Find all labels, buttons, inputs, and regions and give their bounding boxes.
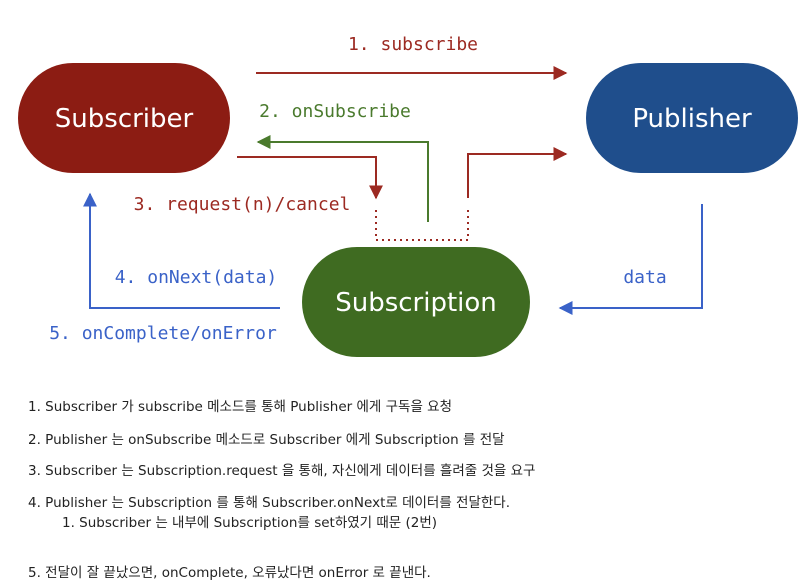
note-item: 3. Subscriber 는 Subscription.request 을 통…: [28, 463, 536, 479]
note-item: 5. 전달이 잘 끝났으면, onComplete, 오류났다면 onError…: [28, 565, 431, 581]
data-arrow: [558, 204, 703, 315]
on-subscribe-arrow: [256, 135, 429, 222]
forward-request-arrow: [467, 147, 568, 198]
publisher-node: Publisher: [586, 63, 798, 173]
subscription-node: Subscription: [302, 247, 530, 357]
data-label: data: [623, 267, 666, 288]
subscriber-label: Subscriber: [55, 104, 194, 134]
on-complete-error-label: 5. onComplete/onError: [49, 323, 277, 344]
flow-diagram: Subscriber Publisher Subscription 1. sub…: [18, 34, 798, 357]
subscription-label: Subscription: [335, 288, 497, 318]
dotted-connector: [375, 210, 469, 241]
request-arrow: [237, 156, 383, 200]
on-next-label: 4. onNext(data): [115, 267, 278, 288]
note-item: 1. Subscriber 가 subscribe 메소드를 통해 Publis…: [28, 399, 453, 415]
note-item: 4. Publisher 는 Subscription 를 통해 Subscri…: [28, 495, 511, 511]
request-cancel-label: 3. request(n)/cancel: [134, 194, 351, 215]
on-next-arrow: [83, 192, 280, 309]
subscriber-node: Subscriber: [18, 63, 230, 173]
subscribe-label: 1. subscribe: [348, 34, 478, 55]
note-sub-item: 1. Subscriber 는 내부에 Subscription를 set하였기…: [62, 515, 438, 531]
note-item: 2. Publisher 는 onSubscribe 메소드로 Subscrib…: [28, 432, 505, 448]
publisher-label: Publisher: [632, 104, 752, 134]
on-subscribe-label: 2. onSubscribe: [259, 101, 411, 122]
